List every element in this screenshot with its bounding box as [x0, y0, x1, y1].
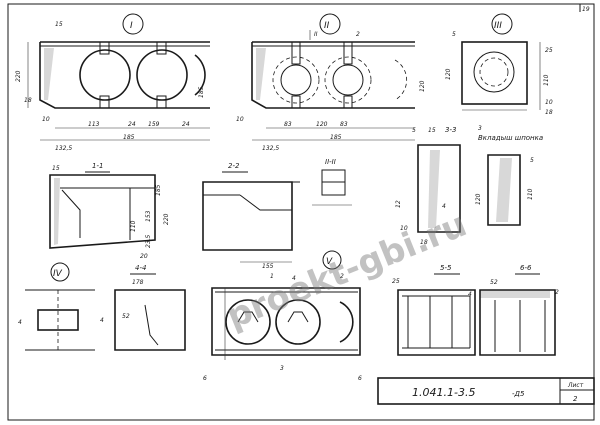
svg-text:83: 83: [340, 121, 348, 128]
svg-text:185: 185: [330, 134, 342, 141]
svg-text:2-2: 2-2: [228, 162, 240, 170]
svg-text:185: 185: [198, 86, 205, 98]
svg-text:24: 24: [128, 121, 136, 128]
svg-text:10: 10: [400, 225, 408, 232]
svg-text:1: 1: [270, 273, 274, 280]
svg-text:178: 178: [132, 279, 144, 286]
void-circle: [79, 49, 131, 101]
svg-text:6: 6: [203, 375, 207, 382]
svg-text:110: 110: [543, 74, 550, 86]
svg-text:83: 83: [284, 121, 292, 128]
svg-text:113: 113: [88, 121, 100, 128]
svg-text:12: 12: [395, 200, 402, 208]
svg-text:6: 6: [358, 375, 362, 382]
svg-text:2: 2: [356, 31, 360, 38]
svg-text:4: 4: [18, 319, 22, 326]
svg-text:4: 4: [100, 317, 104, 324]
svg-text:155: 155: [262, 263, 274, 270]
view-III: III 5 25 120 110 10 18 3: [445, 13, 553, 132]
svg-text:110: 110: [130, 220, 137, 232]
svg-text:15: 15: [55, 21, 63, 28]
svg-text:IV: IV: [53, 269, 63, 279]
svg-text:10: 10: [545, 99, 553, 106]
section-5-5: 5-5 25: [392, 264, 476, 356]
section-3-3: 3-3 5 15 4 18 12 10: [395, 126, 461, 246]
section-II-II: II-II: [312, 158, 352, 206]
svg-text:4-4: 4-4: [135, 264, 146, 272]
svg-text:120: 120: [419, 80, 426, 92]
view-II: II II 2 120 10 83 120 83 132,5 185: [236, 13, 426, 152]
view-I: I 220 15 18 10 113 24 159 24 132,5 185 1…: [15, 13, 210, 152]
svg-text:24: 24: [182, 121, 190, 128]
sheet-number: 19: [582, 6, 590, 13]
insert-key: Вкладыш шпонка 5 120 110: [475, 134, 543, 226]
svg-text:6-6: 6-6: [520, 264, 532, 272]
svg-text:2: 2: [573, 395, 578, 403]
svg-text:4: 4: [292, 275, 296, 282]
svg-text:15: 15: [52, 165, 60, 172]
svg-text:220: 220: [15, 70, 22, 82]
svg-text:18: 18: [420, 239, 428, 246]
svg-text:4: 4: [442, 203, 446, 210]
svg-text:10: 10: [42, 116, 50, 123]
view-V: V 1 4 2 3 6 6: [203, 250, 362, 382]
section-4-4: 4-4 178 52: [114, 264, 186, 351]
section-6-6: 6-6 52 2 4: [468, 264, 559, 356]
drawing-issue: -Д5: [512, 390, 525, 398]
svg-text:4: 4: [468, 291, 472, 298]
svg-text:5: 5: [452, 31, 456, 38]
view-I-label: I: [130, 21, 133, 31]
svg-text:220: 220: [163, 213, 170, 225]
svg-text:V: V: [326, 257, 333, 267]
svg-text:120: 120: [316, 121, 328, 128]
svg-text:2: 2: [340, 273, 344, 280]
view-II-label: II: [324, 21, 330, 31]
svg-text:Вкладыш шпонка: Вкладыш шпонка: [478, 134, 543, 142]
svg-text:159: 159: [148, 121, 160, 128]
svg-text:3: 3: [280, 365, 284, 372]
svg-text:5: 5: [530, 157, 534, 164]
title-block: 1.041.1-3.5 -Д5 Лист 2: [377, 377, 595, 405]
svg-text:20: 20: [140, 253, 148, 260]
void-circle: [136, 49, 188, 101]
svg-text:5-5: 5-5: [440, 264, 452, 272]
svg-text:II-II: II-II: [325, 158, 336, 166]
drawing-code: 1.041.1-3.5: [412, 386, 475, 399]
svg-text:25: 25: [545, 47, 553, 54]
svg-text:15: 15: [428, 127, 436, 134]
svg-text:10: 10: [236, 116, 244, 123]
svg-text:153: 153: [145, 210, 152, 222]
svg-text:II: II: [314, 31, 318, 38]
svg-text:110: 110: [527, 188, 534, 200]
svg-text:120: 120: [445, 68, 452, 80]
section-1-1: 1-1 15 185 153 220 110 23,5 20: [49, 162, 170, 260]
svg-text:18: 18: [545, 109, 553, 116]
view-IV: IV 4 4: [18, 262, 104, 351]
svg-text:23,5: 23,5: [145, 234, 152, 248]
svg-text:2: 2: [555, 289, 559, 296]
watermark: proekt-gbi.ru: [221, 204, 472, 337]
svg-text:18: 18: [24, 97, 32, 104]
svg-text:52: 52: [122, 313, 130, 320]
svg-text:1-1: 1-1: [92, 162, 103, 170]
svg-text:3: 3: [478, 125, 482, 132]
svg-text:Лист: Лист: [567, 382, 584, 389]
svg-text:132,5: 132,5: [55, 145, 72, 152]
sheet-frame: [7, 3, 595, 421]
view-III-label: III: [494, 21, 502, 31]
svg-text:185: 185: [155, 184, 162, 196]
svg-text:25: 25: [392, 278, 400, 285]
svg-text:52: 52: [490, 279, 498, 286]
svg-text:5: 5: [412, 127, 416, 134]
svg-text:120: 120: [475, 193, 482, 205]
section-2-2: 2-2 155: [202, 162, 300, 270]
svg-text:132,5: 132,5: [262, 145, 279, 152]
svg-text:3-3: 3-3: [445, 126, 456, 134]
svg-text:185: 185: [123, 134, 135, 141]
